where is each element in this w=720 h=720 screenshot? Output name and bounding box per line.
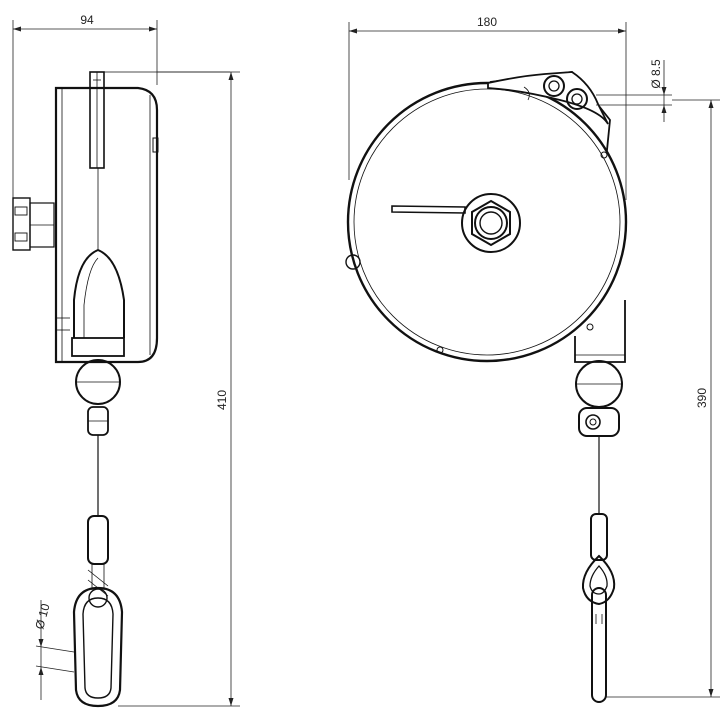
front-sleeve: [581, 513, 616, 606]
front-housing: [345, 71, 628, 363]
side-carabiner: [72, 586, 124, 708]
dim-label-eye: Ø 10: [32, 602, 52, 631]
front-view: 180: [345, 15, 720, 703]
side-connector: [12, 197, 55, 251]
dim-eye-diameter: Ø 10: [32, 600, 75, 700]
dim-label-180: 180: [477, 15, 497, 29]
dim-label-cable: Ø 8.5: [649, 59, 663, 89]
front-ball-stop: [575, 360, 623, 437]
dim-side-width: 94: [12, 13, 158, 200]
side-sleeve: [87, 515, 109, 597]
dim-front-width: 180: [348, 15, 627, 200]
front-hook: [591, 587, 607, 703]
dim-total-height: 410: [118, 71, 240, 707]
side-ball-stop: [75, 359, 121, 436]
dim-hook-height: 390: [606, 99, 720, 698]
dim-label-390: 390: [695, 388, 709, 408]
side-view: 94: [12, 13, 240, 708]
dim-label-94: 94: [80, 13, 94, 27]
side-housing: [54, 71, 230, 364]
dim-label-410: 410: [215, 390, 229, 410]
dim-cable-diameter: Ø 8.5: [596, 59, 672, 122]
